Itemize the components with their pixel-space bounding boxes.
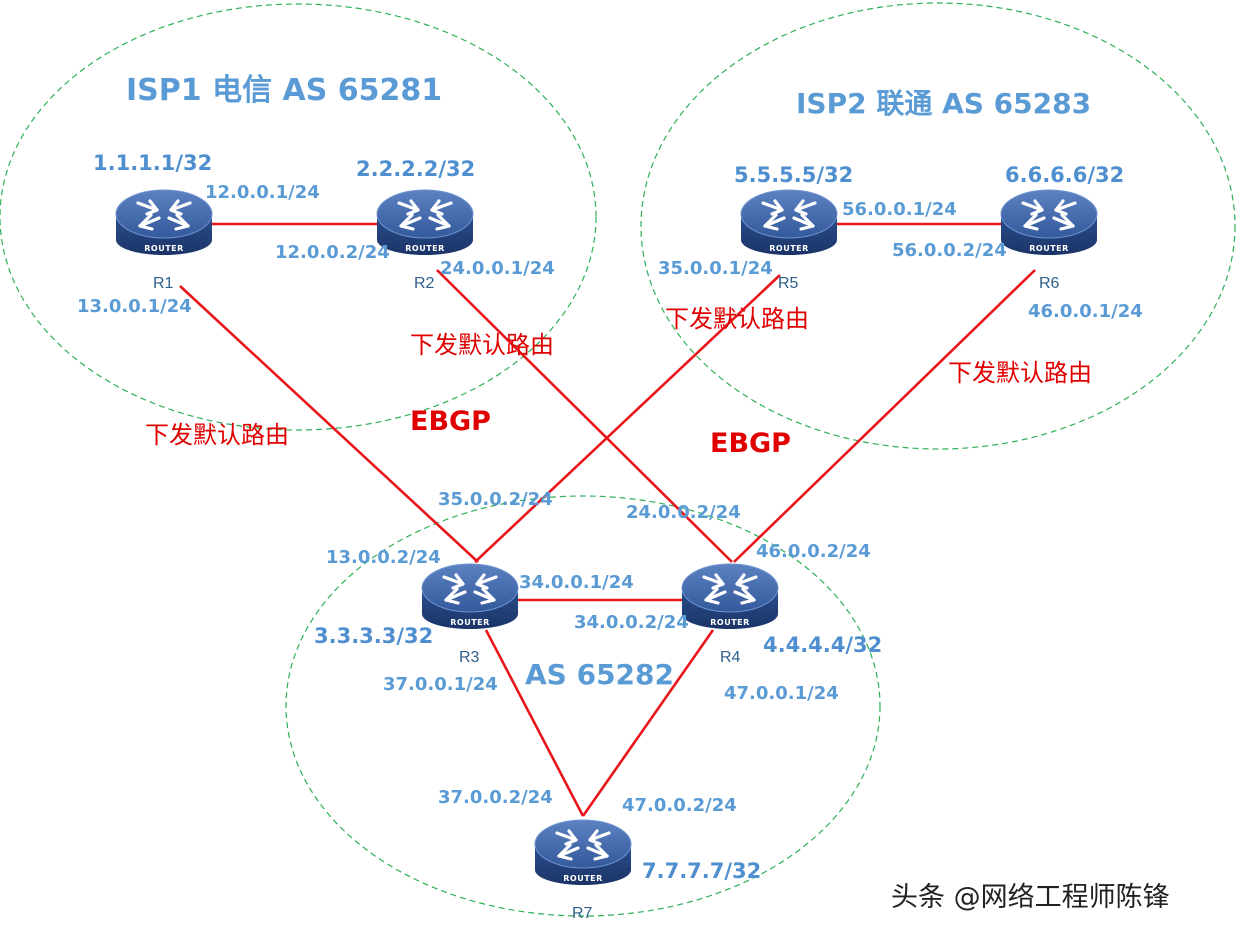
loopback-r3: 3.3.3.3/32 <box>314 624 433 648</box>
link-r4-r7 <box>581 629 715 817</box>
ip-r4-r7-a: 47.0.0.1/24 <box>724 683 839 704</box>
as-region-isp2-boundary <box>640 2 1236 450</box>
ip-r6-r4-a: 46.0.0.1/24 <box>1028 301 1143 322</box>
router-r5-icon-text: ROUTER <box>769 244 809 253</box>
ip-r1-r2-a: 12.0.0.1/24 <box>205 182 320 203</box>
router-r2-icon-text: ROUTER <box>405 244 445 253</box>
annotation-default-route-r1: 下发默认路由 <box>145 421 289 449</box>
ip-r3-r7-b: 37.0.0.2/24 <box>438 787 553 808</box>
annotation-ebgp-isp2: EBGP <box>710 428 791 459</box>
router-r7-icon[interactable]: ROUTER <box>533 818 633 887</box>
link-r2-r4 <box>436 269 733 563</box>
loopback-r6: 6.6.6.6/32 <box>1005 163 1124 187</box>
ip-r1-r3-b: 13.0.0.2/24 <box>326 547 441 568</box>
as-region-local-boundary <box>285 495 881 917</box>
ip-r5-r3-b: 35.0.0.2/24 <box>438 489 553 510</box>
ip-r4-r7-b: 47.0.0.2/24 <box>622 795 737 816</box>
as-title-local: AS 65282 <box>525 658 674 691</box>
ip-r3-r4-a: 34.0.0.1/24 <box>519 572 634 593</box>
router-r3-icon-text: ROUTER <box>450 618 490 627</box>
ip-r6-r4-b: 46.0.0.2/24 <box>756 541 871 562</box>
ip-r3-r4-b: 34.0.0.2/24 <box>574 612 689 633</box>
ip-r1-r2-b: 12.0.0.2/24 <box>275 242 390 263</box>
loopback-r4: 4.4.4.4/32 <box>763 633 882 657</box>
ip-r5-r3-a: 35.0.0.1/24 <box>658 258 773 279</box>
as-title-isp1: ISP1 电信 AS 65281 <box>126 73 442 108</box>
ip-r2-r4-b: 24.0.0.2/24 <box>626 502 741 523</box>
router-r6-name: R6 <box>1039 275 1060 292</box>
link-r5-r3 <box>474 274 781 563</box>
router-r7-icon-text: ROUTER <box>563 874 603 883</box>
ip-r5-r6-a: 56.0.0.1/24 <box>842 199 957 220</box>
annotation-default-route-r6: 下发默认路由 <box>948 359 1092 387</box>
ip-r1-r3-a: 13.0.0.1/24 <box>77 296 192 317</box>
router-r2-icon[interactable]: ROUTER <box>375 188 475 257</box>
ip-r2-r4-a: 24.0.0.1/24 <box>440 258 555 279</box>
router-r4-icon-text: ROUTER <box>710 618 750 627</box>
link-r3-r7 <box>484 629 585 817</box>
annotation-default-route-r5: 下发默认路由 <box>665 305 809 333</box>
router-r1-icon-text: ROUTER <box>144 244 184 253</box>
router-r7-name: R7 <box>572 905 593 922</box>
router-r1-name: R1 <box>153 275 174 292</box>
router-r5-name: R5 <box>778 275 799 292</box>
as-title-isp2: ISP2 联通 AS 65283 <box>796 87 1091 120</box>
loopback-r7: 7.7.7.7/32 <box>642 859 761 883</box>
loopback-r2: 2.2.2.2/32 <box>356 157 475 181</box>
ip-r5-r6-b: 56.0.0.2/24 <box>892 240 1007 261</box>
link-r1-r3 <box>179 285 479 563</box>
router-r1-icon[interactable]: ROUTER <box>114 188 214 257</box>
annotation-ebgp-isp1: EBGP <box>410 406 491 437</box>
loopback-r5: 5.5.5.5/32 <box>734 163 853 187</box>
router-r2-name: R2 <box>414 275 435 292</box>
loopback-r1: 1.1.1.1/32 <box>93 151 212 175</box>
router-r5-icon[interactable]: ROUTER <box>739 188 839 257</box>
link-r6-r4 <box>733 269 1036 563</box>
router-r6-icon[interactable]: ROUTER <box>999 188 1099 257</box>
router-r3-icon[interactable]: ROUTER <box>420 562 520 631</box>
router-r4-icon[interactable]: ROUTER <box>680 562 780 631</box>
router-r4-name: R4 <box>720 649 741 666</box>
router-r6-icon-text: ROUTER <box>1029 244 1069 253</box>
as-region-isp1-boundary <box>0 3 597 431</box>
ip-r3-r7-a: 37.0.0.1/24 <box>383 674 498 695</box>
watermark-text: 头条 @网络工程师陈锋 <box>891 882 1170 913</box>
annotation-default-route-r2: 下发默认路由 <box>410 331 554 359</box>
router-r3-name: R3 <box>459 649 480 666</box>
